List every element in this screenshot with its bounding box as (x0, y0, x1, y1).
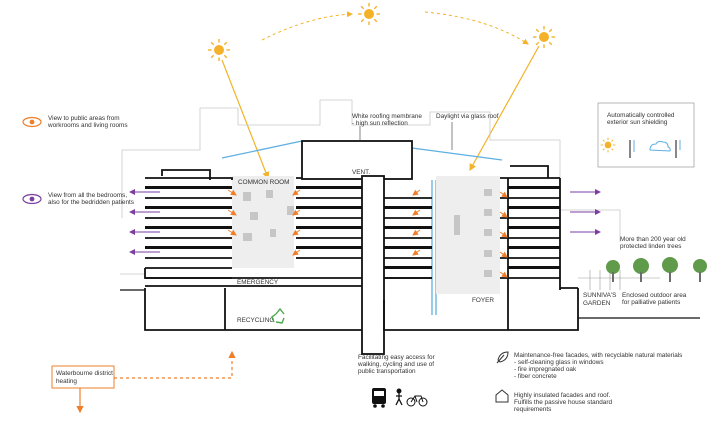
sun-shield-label: Automatically controlled (607, 112, 675, 119)
floor-slabs-left (145, 186, 560, 269)
view-bedrooms-label: also for the bedridden patients (48, 199, 134, 206)
facades-label: Maintenance-free facades, with recyclabl… (514, 352, 682, 359)
outdoor-label: Enclosed outdoor area (622, 292, 687, 299)
bus-icon (372, 388, 386, 408)
access-label: Facilitating easy access for (358, 354, 436, 361)
leader-lines (359, 122, 453, 150)
linden-label: More than 200 year old (620, 236, 686, 243)
sun-shield-box (597, 102, 695, 168)
heating-arrows (76, 350, 236, 414)
atrium-windows (243, 189, 492, 277)
waterbourne-label: heating (56, 378, 77, 385)
vent-label: VENT. (352, 169, 370, 176)
access-label: walking, cycling and use of (357, 361, 434, 368)
view-bedrooms-label: View from all the bedrooms, (48, 192, 127, 199)
insulated-label: requirements (514, 406, 551, 413)
daylight-arrows (227, 189, 508, 278)
sun-icon (207, 38, 231, 62)
facades-label: - fiber concrete (514, 373, 557, 380)
sun-icon (600, 137, 616, 153)
house-icon (495, 389, 509, 403)
access-label: public transportation (358, 368, 416, 375)
waterbourne-label: Waterbourne district (56, 370, 113, 377)
sun-path (261, 11, 529, 45)
sun-rays (221, 45, 540, 180)
sun-icon (357, 2, 381, 26)
outdoor-label: for palliative patients (622, 299, 680, 306)
basement (144, 287, 579, 331)
insulated-label: Fulfills the passive house standard (514, 399, 612, 406)
garden-label: SUNNIVA'S (583, 292, 616, 299)
recycling-icon (271, 307, 285, 324)
waterbourne-box (51, 365, 115, 389)
garden-label: GARDEN (583, 300, 611, 307)
common-room-atrium (232, 176, 294, 268)
view-public-label: workrooms and living rooms (47, 122, 128, 129)
shading-blinds-icon (629, 140, 681, 158)
facades-label: - fire impregnated oak (514, 366, 577, 373)
sun-icon (532, 25, 556, 49)
garden-fence (578, 270, 660, 290)
bicycle-icon (406, 395, 428, 407)
emergency-label: EMERGENCY (237, 279, 279, 286)
white-roof-label: White roofing membrane (352, 113, 422, 120)
cloud-icon (649, 140, 671, 152)
linden-trees (606, 257, 707, 282)
daylight-label: Daylight via glass roof (436, 113, 499, 120)
sun-shield-label: exterior sun shielding (607, 119, 668, 126)
vent-box (301, 140, 413, 180)
leaf-icon (496, 351, 509, 364)
walker-icon (395, 388, 403, 406)
eye-icon (22, 116, 42, 128)
core-shaft (361, 175, 385, 355)
recycling-label: RECYCLING (237, 317, 274, 324)
eye-icon (22, 193, 42, 205)
common-room-label: COMMON ROOM (238, 179, 289, 186)
facades-label: - self-cleaning glass in windows (514, 359, 604, 366)
view-arrows (129, 189, 601, 255)
foyer-label: FOYER (472, 297, 494, 304)
insulated-label: Highly insulated facades and roof. (514, 392, 610, 399)
linden-label: protected linden trees (620, 243, 681, 250)
context-buildings (120, 99, 621, 275)
white-roof-label: - high sun reflection (352, 120, 408, 127)
view-public-label: View to public areas from (48, 115, 120, 122)
